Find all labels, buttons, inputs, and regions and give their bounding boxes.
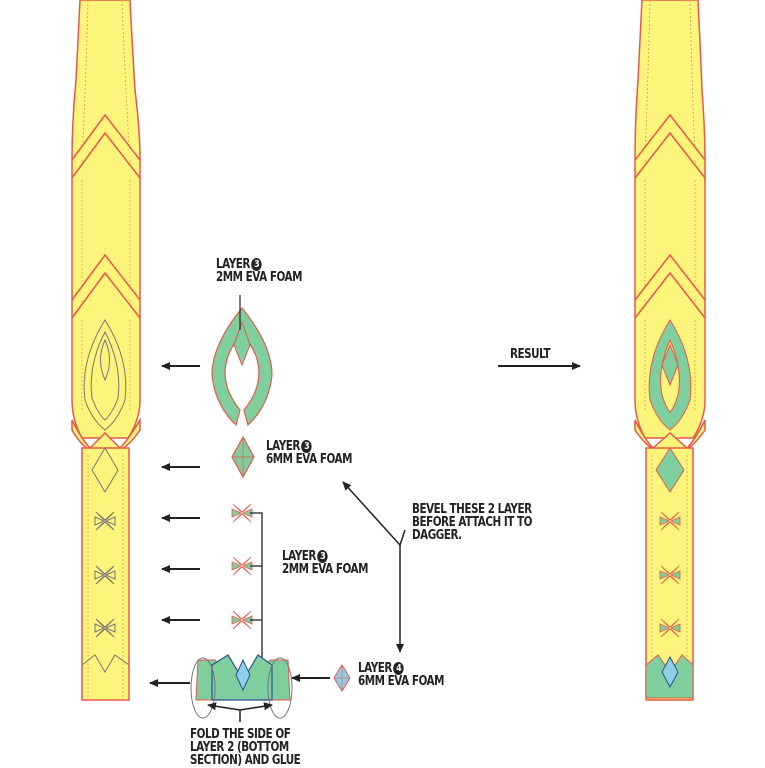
arrows (149, 362, 581, 722)
right-dagger (634, 0, 706, 701)
layer-number-badge: 4 (393, 662, 404, 675)
fold-note: FOLD THE SIDE OF LAYER 2 (BOTTOM SECTION… (190, 727, 301, 768)
bevel-note-line: DAGGER. (412, 528, 462, 543)
fold-note-line: FOLD THE SIDE OF (190, 727, 291, 742)
layer-title: LAYER (266, 439, 300, 454)
material-text: 2MM EVA FOAM (282, 562, 368, 577)
foam-pieces (190, 295, 351, 719)
layer-number-badge: 3 (317, 550, 328, 563)
bevel-note-line: BEFORE ATTACH IT TO (412, 515, 532, 530)
result-text: RESULT (510, 347, 551, 362)
layer-number-badge: 3 (301, 440, 312, 453)
layer-number-badge: 3 (251, 258, 262, 271)
layer-title: LAYER (282, 549, 316, 564)
layer-title: LAYER (358, 661, 392, 676)
material-text: 6MM EVA FOAM (266, 452, 352, 467)
result-label: RESULT (510, 347, 551, 362)
material-text: 2MM EVA FOAM (216, 270, 302, 285)
fold-note-line: SECTION) AND GLUE (190, 753, 301, 768)
fold-note-line: LAYER 2 (BOTTOM (190, 740, 289, 755)
bevel-note: BEVEL THESE 2 LAYER BEFORE ATTACH IT TO … (412, 503, 532, 542)
bevel-note-line: BEVEL THESE 2 LAYER (412, 502, 532, 517)
material-text: 6MM EVA FOAM (358, 674, 444, 689)
left-dagger (71, 0, 141, 701)
layer-title: LAYER (216, 257, 250, 272)
